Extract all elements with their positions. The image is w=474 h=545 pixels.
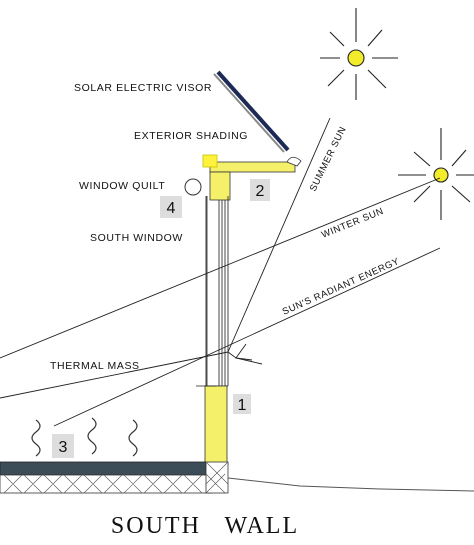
solar-electric-visor [213,70,290,153]
label-thermal-mass: THERMAL MASS [50,360,140,372]
badge-2: 2 [250,179,270,201]
label-radiant-energy: SUN'S RADIANT ENERGY [281,256,402,318]
label-summer-sun: SUMMER SUN [308,125,349,194]
label-solar-electric-visor: SOLAR ELECTRIC VISOR [74,82,212,94]
reflected-ray [227,351,263,365]
badge-3-text: 3 [59,439,68,456]
south-window [205,196,229,387]
wall-header [209,171,231,201]
heat-wave-icon [31,417,138,457]
radiant-energy-ray [53,247,441,427]
badge-4-text: 4 [167,200,176,217]
sun-icon [320,8,398,100]
ray-arrow [235,343,253,361]
label-window-quilt: WINDOW QUILT [79,180,165,192]
label-south-window: SOUTH WINDOW [90,232,183,244]
floor-slab [0,461,229,494]
badge-2-text: 2 [256,183,265,200]
exterior-shading [202,154,302,173]
badge-3: 3 [52,434,74,458]
window-quilt-roll [184,178,202,196]
ground-line [227,477,474,492]
summer-sun-ray [227,117,331,353]
badge-1-text: 1 [238,397,247,414]
winter-sun-ray [0,177,441,359]
diagram-title: SOUTH WALL [111,513,299,539]
radiant-energy-ray [0,351,229,399]
badge-1: 1 [233,394,251,414]
label-exterior-shading: EXTERIOR SHADING [134,130,248,142]
badge-4: 4 [160,196,182,218]
thermal-mass-wall [204,385,228,469]
sun-icon [398,128,474,220]
